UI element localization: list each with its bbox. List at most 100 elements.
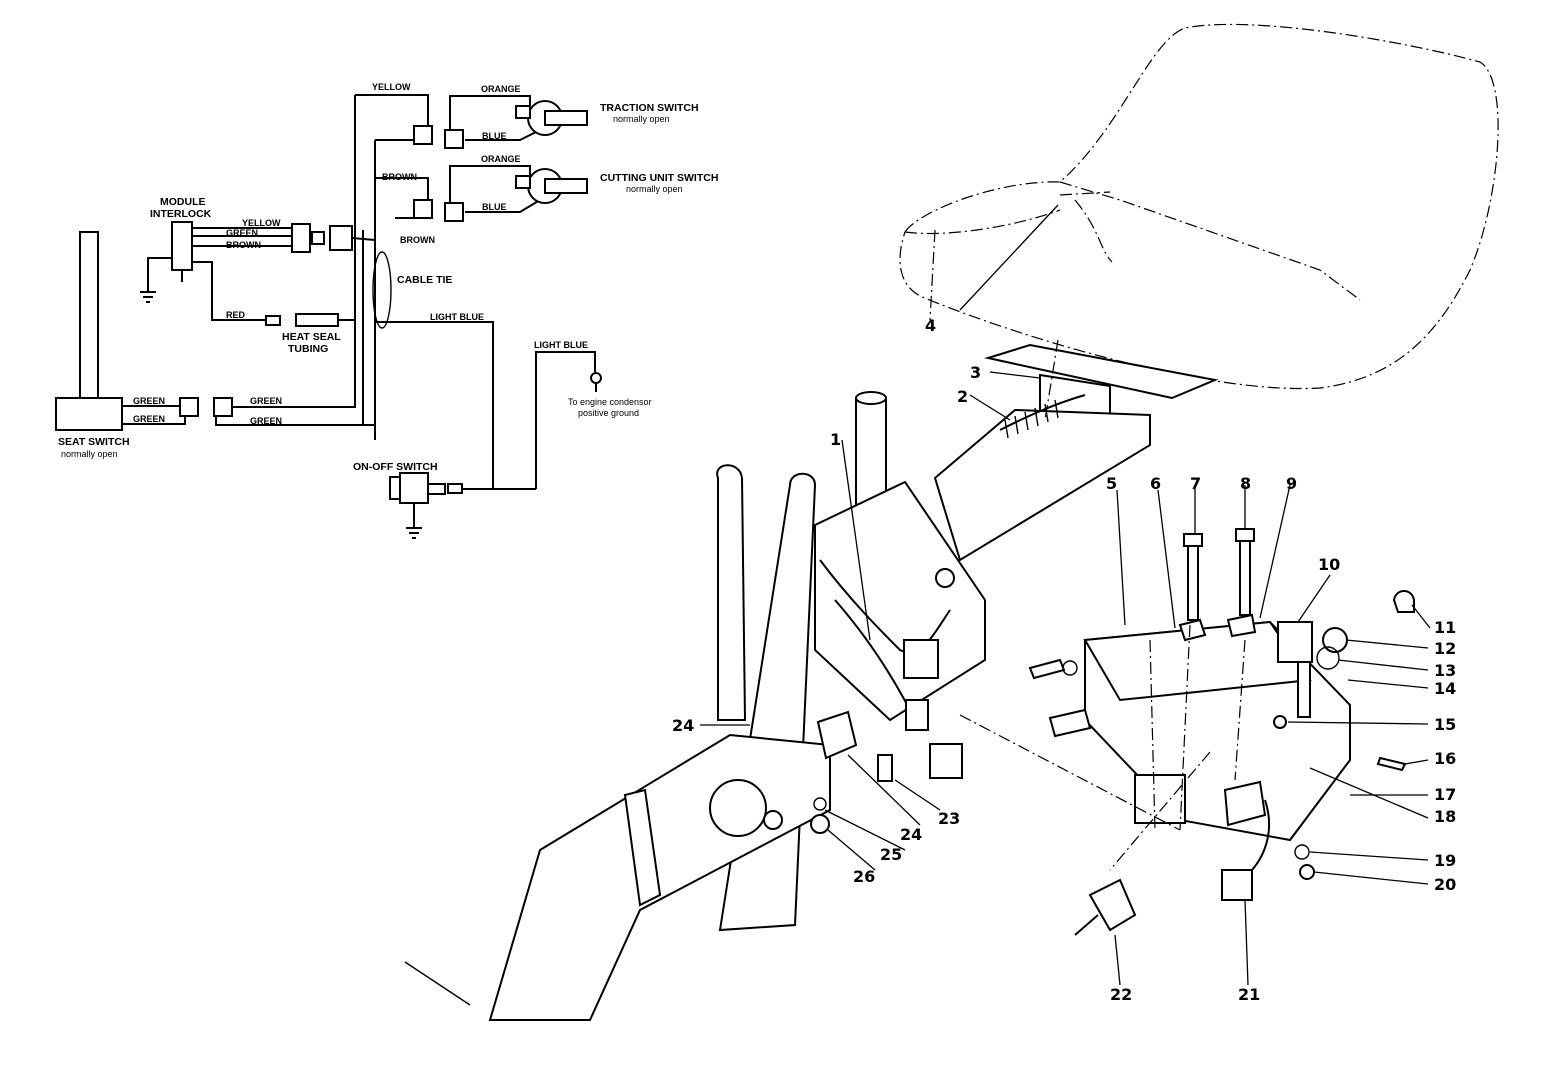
callout-7: 7 [1190, 474, 1201, 493]
wire-label: ORANGE [481, 84, 521, 94]
seat-switch-icon [55, 397, 123, 431]
traction-connector-left [413, 125, 433, 145]
wire-label: GREEN [250, 416, 282, 426]
wire-label: BROWN [382, 172, 417, 182]
callout-1: 1 [830, 430, 841, 449]
throttle-lever-stem [1297, 661, 1311, 718]
seat-switch-sub: normally open [61, 449, 118, 459]
lockwasher-icon [1062, 660, 1078, 676]
callout-24b: 24 [900, 825, 922, 844]
cutting-switch-sub: normally open [626, 184, 683, 194]
pivot-icon [709, 779, 767, 837]
steering-post-top [855, 391, 887, 405]
seat-connector-left [179, 397, 199, 417]
callout-numbers: 1 2 3 4 5 6 7 8 9 10 11 12 13 14 15 16 1… [672, 316, 1456, 1004]
bolt-8-icon [1239, 534, 1251, 616]
nut-icon [810, 814, 830, 834]
wiring-schematic: YELLOW ORANGE BLUE ORANGE BROWN BLUE BRO… [55, 82, 718, 539]
callout-4: 4 [925, 316, 936, 335]
callout-26: 26 [853, 867, 875, 886]
seat-switch-title: SEAT SWITCH [58, 436, 130, 448]
callout-24a: 24 [672, 716, 694, 735]
key-icon [1392, 590, 1415, 613]
wire-label: GREEN [133, 396, 165, 406]
callout-13: 13 [1434, 661, 1456, 680]
wire-label: LIGHT BLUE [430, 312, 484, 322]
module-label: INTERLOCK [150, 208, 212, 220]
exploded-assembly [404, 23, 1499, 1021]
onoff-switch-icon [399, 472, 429, 504]
module-interlock-box [171, 221, 193, 271]
callout-14: 14 [1434, 679, 1456, 698]
throttle-lever-icon [1277, 621, 1313, 663]
bolt-7-icon [1187, 539, 1199, 621]
cable-tie-label: CABLE TIE [397, 274, 452, 286]
callout-6: 6 [1150, 474, 1161, 493]
wire-label: LIGHT BLUE [534, 340, 588, 350]
cutting-terminal [515, 175, 531, 189]
cutting-connector-left [413, 199, 433, 219]
callout-19: 19 [1434, 851, 1456, 870]
bolt-8-head [1235, 528, 1255, 542]
connector-21-icon [1221, 869, 1253, 901]
traction-switch-title: TRACTION SWITCH [600, 102, 699, 114]
seat-connector-right [213, 397, 233, 417]
wire-label: GREEN [133, 414, 165, 424]
wire-label: RED [226, 310, 246, 320]
control-box-base [1134, 774, 1186, 824]
callout-25: 25 [880, 845, 902, 864]
callout-5: 5 [1106, 474, 1117, 493]
callout-9: 9 [1286, 474, 1297, 493]
wire-label: YELLOW [372, 82, 411, 92]
callout-10: 10 [1318, 555, 1340, 574]
seat-switch-stem [79, 231, 99, 399]
cutting-connector-right [444, 202, 464, 222]
lock-ring-icon [1316, 646, 1340, 670]
harness-connector [929, 743, 963, 779]
cutting-switch-plunger [544, 178, 588, 194]
callout-15: 15 [1434, 715, 1456, 734]
module-connector-a [291, 223, 311, 253]
screw-15-icon [1273, 715, 1287, 729]
wire-label: BROWN [400, 235, 435, 245]
cutting-switch-title: CUTTING UNIT SWITCH [600, 172, 718, 184]
cable-tie-icon [372, 251, 392, 329]
callout-3: 3 [970, 363, 981, 382]
bolt-7-head [1183, 533, 1203, 547]
engine-note: To engine condensor [568, 397, 652, 407]
harness-connector [905, 699, 929, 731]
onoff-terminal [447, 483, 463, 494]
callout-18: 18 [1434, 807, 1456, 826]
wire-label: GREEN [250, 396, 282, 406]
callout-16: 16 [1434, 749, 1456, 768]
connector-icon [1048, 708, 1092, 738]
engine-note: positive ground [578, 408, 639, 418]
traction-connector-right [444, 129, 464, 149]
lever-left [716, 464, 747, 721]
callout-20: 20 [1434, 875, 1456, 894]
onoff-thread [389, 476, 401, 500]
washer-19-icon [1294, 844, 1310, 860]
module-connector-c [329, 225, 353, 251]
screw-icon [877, 754, 893, 782]
condenser-terminal-icon [590, 372, 602, 384]
seat-icon [899, 23, 1499, 390]
callout-17: 17 [1434, 785, 1456, 804]
heat-seal-tubing-icon [295, 313, 339, 327]
wire-label: BLUE [482, 202, 507, 212]
washer-icon [813, 797, 827, 811]
link-arm [623, 788, 662, 907]
console-housing [814, 480, 986, 722]
frame-tube [933, 408, 1151, 562]
traction-switch-sub: normally open [613, 114, 670, 124]
wire-label: ORANGE [481, 154, 521, 164]
pivot-bolt-icon [763, 810, 783, 830]
traction-switch-plunger [544, 110, 588, 126]
traction-terminal [515, 105, 531, 119]
ignition-switch-icon [1223, 780, 1267, 827]
module-label: MODULE [160, 196, 206, 208]
wire-label: YELLOW [242, 218, 281, 228]
callout-12: 12 [1434, 639, 1456, 658]
